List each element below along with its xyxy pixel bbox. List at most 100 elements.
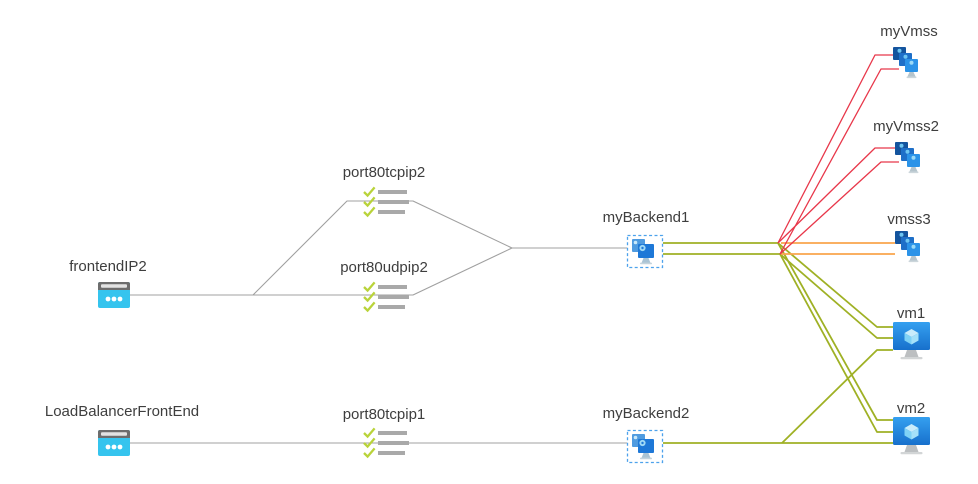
- backend-stand-base: [640, 262, 652, 265]
- rule-bar: [378, 200, 409, 204]
- vmss-dot: [899, 232, 904, 237]
- check-icon: [363, 427, 376, 439]
- frontend-ip-icon[interactable]: [98, 282, 130, 308]
- rule-bar: [378, 431, 407, 435]
- vmss-stand-base: [908, 260, 919, 263]
- node-label-port80udpip2: port80udpip2: [340, 259, 428, 276]
- vm-scale-set-icon[interactable]: [895, 142, 920, 174]
- backend-stand: [641, 453, 651, 458]
- node-label-vmss3: vmss3: [887, 211, 931, 228]
- rule-row: [363, 427, 407, 439]
- healthy-edges: [663, 242, 893, 444]
- vmss-stand: [909, 167, 918, 172]
- vm-scale-set-icon[interactable]: [895, 231, 920, 263]
- check-icon: [363, 281, 376, 293]
- vmss-square-front: [907, 243, 920, 256]
- critical-edges: [777, 54, 899, 255]
- rule-bar: [378, 305, 405, 309]
- vmss-dot: [903, 54, 908, 59]
- frontend-dot: [117, 444, 123, 450]
- frontend-dot: [117, 296, 123, 302]
- check-icon: [363, 291, 376, 303]
- rule-row: [363, 447, 405, 459]
- frontend-ip-icon[interactable]: [98, 430, 130, 456]
- rule-row: [363, 291, 409, 303]
- edges-layer: [130, 54, 899, 444]
- edge-frontendip2-port80udpip2-mybackend1: [130, 247, 627, 296]
- node-label-loadbalancerfrontend: LoadBalancerFrontEnd: [44, 403, 200, 420]
- gear-hole: [641, 441, 644, 445]
- vm-cube-right: [911, 428, 919, 440]
- rule-row: [363, 196, 409, 208]
- virtual-machine-icon[interactable]: [893, 322, 930, 360]
- node-label-frontendip2: frontendIP2: [69, 258, 147, 275]
- vm-stand: [904, 445, 919, 452]
- check-icon: [363, 437, 376, 449]
- node-label-port80tcpip2: port80tcpip2: [342, 164, 426, 181]
- vm-cube-right: [911, 333, 919, 345]
- vmss-square-front: [907, 154, 920, 167]
- vm-scale-set-icon[interactable]: [893, 47, 918, 79]
- vmss-square-front: [905, 59, 918, 72]
- lb-rule-icon[interactable]: [363, 427, 409, 459]
- frontend-titlebar-stripe: [101, 432, 127, 436]
- backend-back-dot: [633, 240, 638, 245]
- vmss-dot: [909, 60, 914, 65]
- vm-cube-left: [904, 333, 912, 345]
- edge-mybackend1-myvmss2-2: [779, 161, 899, 255]
- node-label-myvmss: myVmss: [880, 23, 938, 40]
- frontend-dot: [111, 296, 117, 302]
- vmss-stand: [907, 72, 916, 77]
- vmss-stand-base: [906, 76, 917, 79]
- virtual-machine-icon[interactable]: [893, 417, 930, 455]
- rule-bar: [378, 190, 407, 194]
- warning-edges: [781, 242, 895, 255]
- backend-stand-base: [640, 457, 652, 460]
- edge-mybackend1-myvmss-1: [777, 54, 893, 244]
- edge-mybackend1-vm2-1: [777, 242, 893, 421]
- rule-row: [363, 437, 409, 449]
- backend-pool-icon[interactable]: [626, 234, 664, 269]
- backend-back-dot: [633, 435, 638, 440]
- vm-stand-base: [900, 452, 923, 455]
- rule-bar: [378, 451, 405, 455]
- vmss-dot: [905, 149, 910, 154]
- rule-bar: [378, 285, 407, 289]
- vmss-dot: [899, 143, 904, 148]
- edge-mybackend1-myvmss2-1: [777, 147, 895, 244]
- vm-stand: [904, 350, 919, 357]
- backend-stand: [641, 258, 651, 263]
- node-label-mybackend2: myBackend2: [602, 405, 690, 422]
- frontend-dot: [105, 444, 111, 450]
- node-label-myvmss2: myVmss2: [873, 118, 939, 135]
- frontend-titlebar-stripe: [101, 284, 127, 288]
- vmss-dot: [911, 155, 916, 160]
- rule-row: [363, 281, 407, 293]
- node-label-vm1: vm1: [896, 305, 926, 322]
- rule-bar: [378, 441, 409, 445]
- node-label-mybackend1: myBackend1: [602, 209, 690, 226]
- vm-stand-base: [900, 357, 923, 360]
- edge-mybackend1-vm1-1: [777, 242, 893, 328]
- rule-row: [363, 206, 405, 218]
- check-icon: [363, 206, 376, 218]
- rule-bar: [378, 295, 409, 299]
- vm-cube-left: [904, 428, 912, 440]
- backend-pool-icon[interactable]: [626, 429, 664, 464]
- edge-mybackend2-vm1: [781, 349, 893, 444]
- edge-mybackend1-myvmss-2: [779, 68, 899, 255]
- frontend-dot: [105, 296, 111, 302]
- lb-rule-icon[interactable]: [363, 281, 409, 313]
- rule-bar: [378, 210, 405, 214]
- lb-rule-icon[interactable]: [363, 186, 409, 218]
- vmss-dot: [897, 48, 902, 53]
- check-icon: [363, 196, 376, 208]
- rule-row: [363, 186, 407, 198]
- node-label-vm2: vm2: [896, 400, 926, 417]
- frontend-dot: [111, 444, 117, 450]
- vmss-dot: [905, 238, 910, 243]
- check-icon: [363, 186, 376, 198]
- check-icon: [363, 301, 376, 313]
